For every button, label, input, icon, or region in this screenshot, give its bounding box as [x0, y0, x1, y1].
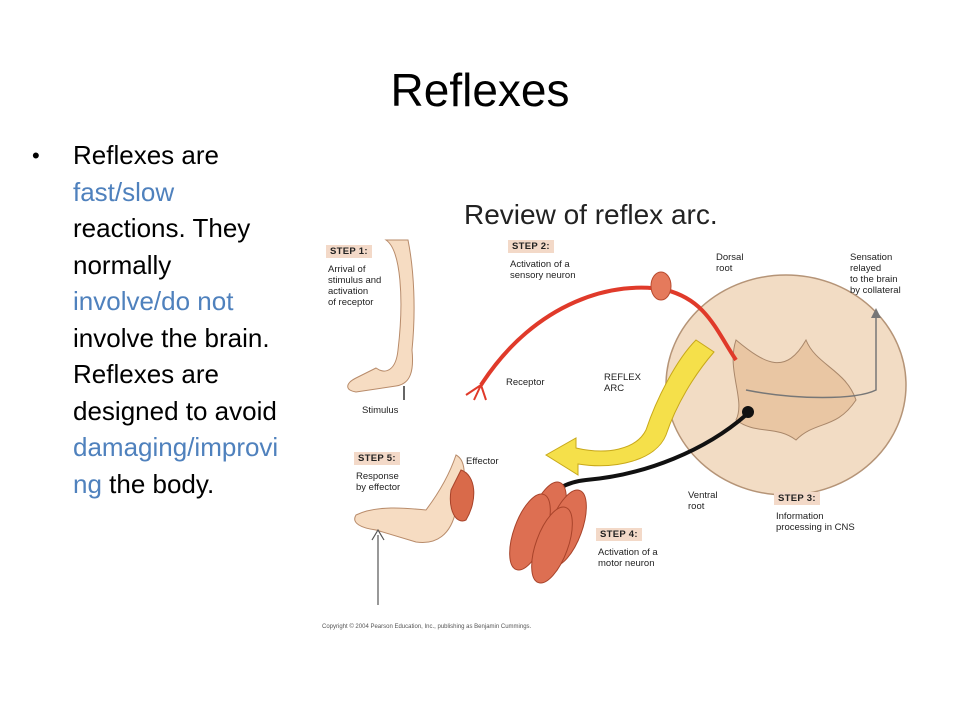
- step-5-label: STEP 5:: [354, 452, 400, 465]
- slide-title: Reflexes: [390, 64, 570, 116]
- collateral-tract: [745, 310, 877, 399]
- arm-lower-illustration: [354, 454, 465, 544]
- gray-matter: [732, 338, 857, 441]
- muscle-fibers: [509, 481, 587, 584]
- highlight-fast-slow: fast/slow: [73, 176, 175, 207]
- collateral-arrow: [871, 308, 881, 318]
- effector-label: Effector: [466, 456, 499, 467]
- bullet-marker: •: [32, 143, 40, 168]
- receptor-label: Receptor: [506, 377, 545, 388]
- bullet-text-2: reactions. They normally: [73, 213, 251, 280]
- dorsal-root-ganglion: [650, 271, 672, 301]
- highlight-involve: involve/do not: [73, 286, 234, 316]
- reflex-arc-drawing: [347, 239, 907, 605]
- reflex-arc-figure: Review of reflex arc. STEP 1: Arrival of…: [316, 190, 926, 640]
- stimulus-label: Stimulus: [362, 405, 399, 416]
- highlight-damaging: damaging/improving: [73, 432, 279, 499]
- figure-title: Review of reflex arc.: [464, 199, 718, 230]
- bullet-item: Reflexes are fast/slow reactions. They n…: [73, 137, 288, 502]
- step-2-label: STEP 2:: [508, 240, 554, 253]
- copyright-notice: Copyright © 2004 Pearson Education, Inc.…: [322, 624, 532, 630]
- step-4-label: STEP 4:: [596, 528, 642, 541]
- motor-cell-body: [742, 406, 754, 418]
- biceps-muscle: [449, 469, 475, 522]
- bullet-text-1: Reflexes are: [73, 140, 219, 170]
- bullet-text-4: the body.: [101, 468, 215, 499]
- reflex-arc-arrow: [545, 339, 715, 476]
- receptor-endings: [465, 384, 487, 401]
- step-3-label: STEP 3:: [774, 492, 820, 505]
- arm-upper-illustration: [347, 239, 415, 393]
- bullet-text-3: involve the brain. Reflexes are designed…: [73, 322, 277, 426]
- step-1-label: STEP 1:: [326, 245, 372, 258]
- response-arrow: [371, 528, 385, 605]
